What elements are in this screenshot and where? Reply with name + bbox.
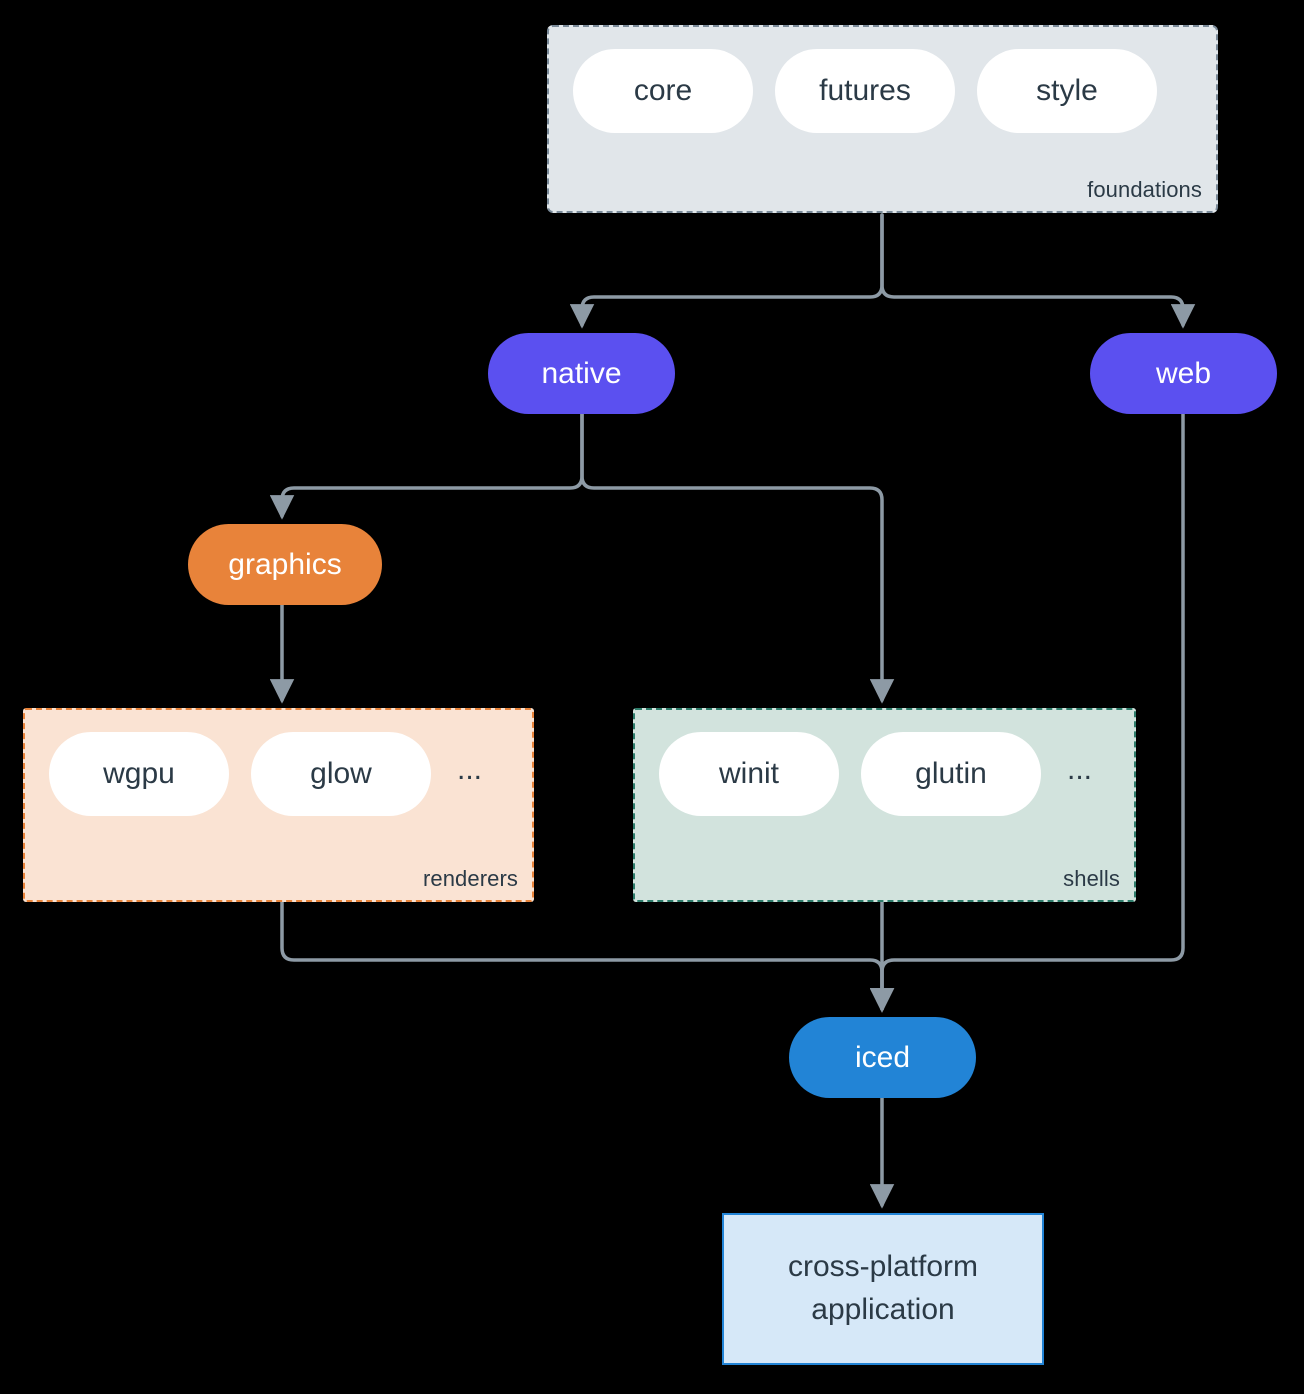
node-graphics[interactable]: graphics <box>188 524 382 605</box>
node-native[interactable]: native <box>488 333 675 414</box>
group-renderers-label: renderers <box>422 866 518 891</box>
group-renderers-items: wgpu glow ... <box>49 732 486 816</box>
edge-foundations-web <box>880 213 1196 329</box>
group-foundations-label: foundations <box>1087 177 1202 202</box>
edge-native-graphics <box>269 412 584 520</box>
edge-renderers-iced <box>280 900 895 1013</box>
chip-futures[interactable]: futures <box>775 49 955 133</box>
chip-glow[interactable]: glow <box>251 732 431 816</box>
edge-foundations-native <box>569 213 884 329</box>
group-shells: winit glutin ... shells <box>633 708 1136 902</box>
group-shells-items: winit glutin ... <box>659 732 1096 816</box>
shells-ellipsis: ... <box>1067 753 1093 786</box>
group-renderers: wgpu glow ... renderers <box>23 708 534 902</box>
chip-core[interactable]: core <box>573 49 753 133</box>
application-line-1: cross-platform <box>787 1250 979 1284</box>
node-iced[interactable]: iced <box>789 1017 976 1098</box>
application-line-2: application <box>811 1293 955 1326</box>
chip-glutin[interactable]: glutin <box>861 732 1041 816</box>
group-shells-label: shells <box>1063 866 1120 891</box>
chip-winit[interactable]: winit <box>659 732 839 816</box>
edge-native-shells <box>580 412 895 704</box>
node-web[interactable]: web <box>1090 333 1277 414</box>
renderers-ellipsis: ... <box>457 753 483 786</box>
node-cross-platform-application[interactable]: cross-platform application <box>722 1213 1044 1365</box>
chip-style[interactable]: style <box>977 49 1157 133</box>
chip-wgpu[interactable]: wgpu <box>49 732 229 816</box>
group-foundations-items: core futures style <box>573 49 1157 133</box>
group-foundations: core futures style foundations <box>547 25 1218 213</box>
